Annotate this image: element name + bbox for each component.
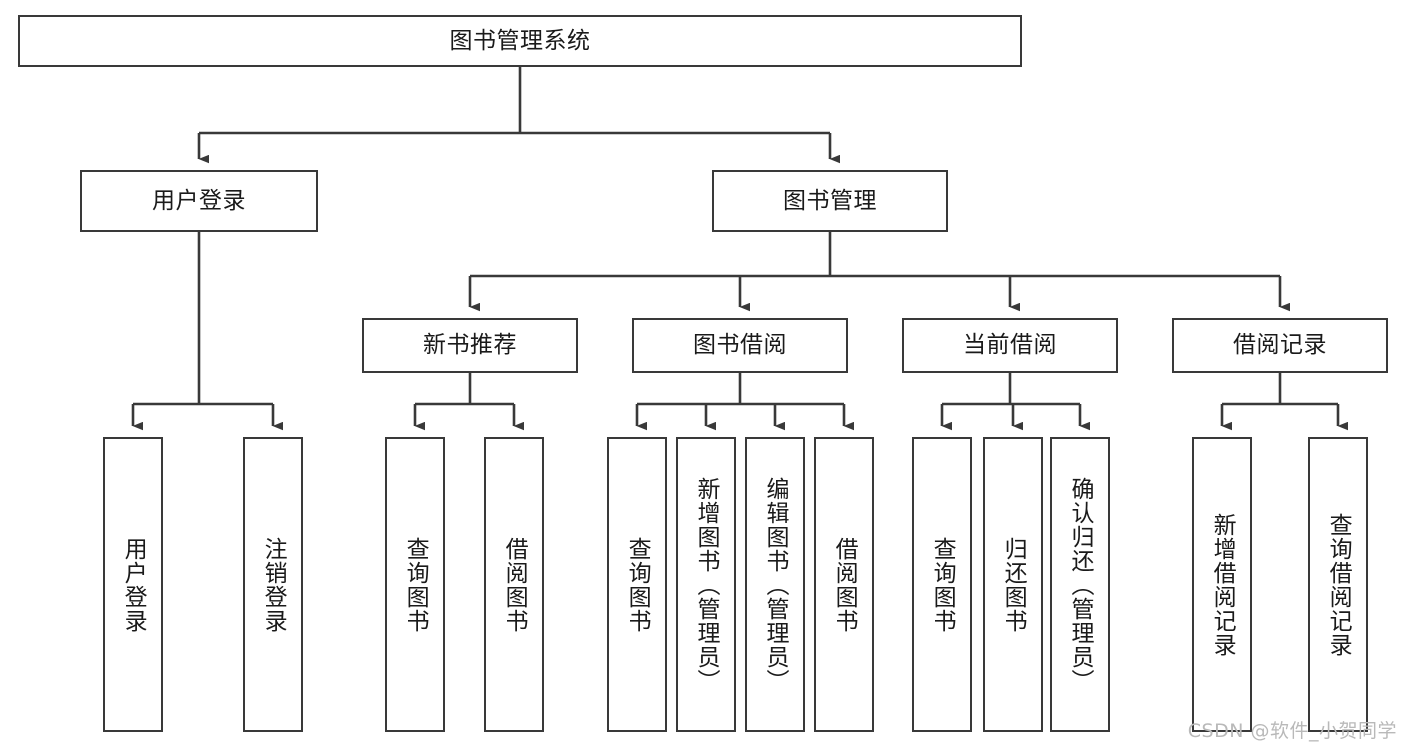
node-label-user-login: 用户登录: [152, 187, 246, 214]
node-leaf-query-book-b[interactable]: 查询图书: [607, 437, 667, 732]
node-borrow-record[interactable]: 借阅记录: [1172, 318, 1388, 373]
node-label-leaf-user-login: 用户登录: [120, 536, 147, 633]
node-new-book-rec[interactable]: 新书推荐: [362, 318, 578, 373]
node-root[interactable]: 图书管理系统: [18, 15, 1022, 67]
node-label-leaf-add-book: 新增图书（管理员）: [693, 476, 720, 693]
node-leaf-confirm-return[interactable]: 确认归还（管理员）: [1050, 437, 1110, 732]
node-label-root: 图书管理系统: [449, 27, 591, 54]
node-label-leaf-query-book-c: 查询图书: [929, 536, 956, 633]
node-label-leaf-add-record: 新增借阅记录: [1209, 512, 1236, 657]
node-label-leaf-borrow-book-rec: 借阅图书: [501, 536, 528, 633]
node-leaf-user-login[interactable]: 用户登录: [103, 437, 163, 732]
node-label-leaf-borrow-book-b: 借阅图书: [831, 536, 858, 633]
node-leaf-query-book-c[interactable]: 查询图书: [912, 437, 972, 732]
watermark-label: CSDN @软件_小贺同学: [1187, 720, 1397, 742]
node-label-borrow-record: 借阅记录: [1233, 332, 1327, 359]
node-label-book-manage: 图书管理: [783, 187, 877, 214]
node-leaf-add-book[interactable]: 新增图书（管理员）: [676, 437, 736, 732]
node-label-leaf-confirm-return: 确认归还（管理员）: [1067, 476, 1094, 693]
node-leaf-borrow-book-rec[interactable]: 借阅图书: [484, 437, 544, 732]
node-label-current-borrow: 当前借阅: [963, 332, 1057, 359]
node-book-borrow[interactable]: 图书借阅: [632, 318, 848, 373]
node-label-leaf-logout: 注销登录: [260, 536, 287, 633]
node-label-leaf-query-book-rec: 查询图书: [402, 536, 429, 633]
node-leaf-return-book[interactable]: 归还图书: [983, 437, 1043, 732]
node-book-manage[interactable]: 图书管理: [712, 170, 948, 232]
node-label-leaf-query-book-b: 查询图书: [624, 536, 651, 633]
node-user-login[interactable]: 用户登录: [80, 170, 318, 232]
node-label-new-book-rec: 新书推荐: [423, 332, 517, 359]
node-label-leaf-return-book: 归还图书: [1000, 536, 1027, 633]
node-leaf-borrow-book-b[interactable]: 借阅图书: [814, 437, 874, 732]
node-leaf-edit-book[interactable]: 编辑图书（管理员）: [745, 437, 805, 732]
node-label-book-borrow: 图书借阅: [693, 332, 787, 359]
node-leaf-logout[interactable]: 注销登录: [243, 437, 303, 732]
node-leaf-query-book-rec[interactable]: 查询图书: [385, 437, 445, 732]
node-leaf-add-record[interactable]: 新增借阅记录: [1192, 437, 1252, 732]
node-label-leaf-query-record: 查询借阅记录: [1325, 512, 1352, 657]
node-label-leaf-edit-book: 编辑图书（管理员）: [762, 476, 789, 693]
node-leaf-query-record[interactable]: 查询借阅记录: [1308, 437, 1368, 732]
node-current-borrow[interactable]: 当前借阅: [902, 318, 1118, 373]
